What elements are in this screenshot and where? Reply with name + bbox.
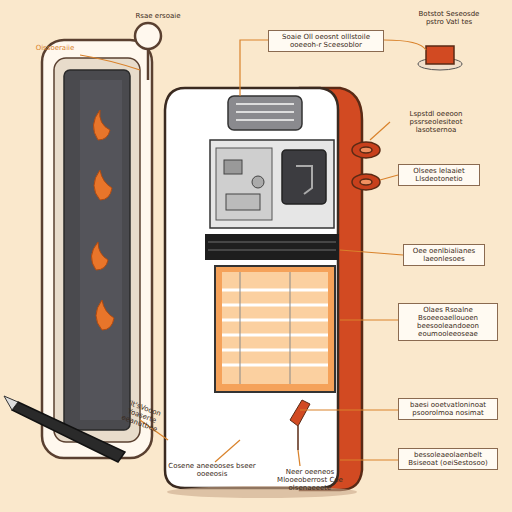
top-grille	[228, 96, 302, 130]
poker-rod	[4, 396, 125, 462]
door-handle	[135, 23, 161, 80]
side-knobs	[352, 142, 380, 190]
part-label: Botstot Seseosde pstro Vatl tes	[414, 10, 484, 26]
callout-box: baesi ooetvatloninoat psoorolmoa nosimat	[398, 398, 498, 420]
callout-box: Soaie Oll oeosnt olllstoile ooeeoh-r Sce…	[268, 30, 384, 52]
part-label: Cosene aneeooses bseer ooeeosis	[156, 462, 268, 478]
part-label: 'lt'sVooon Yoaserte eeanutbee	[110, 394, 175, 437]
callout-text: Oee oenlbialianes laeonlesoes	[407, 247, 481, 263]
detail-part	[418, 46, 462, 70]
vent-band	[205, 234, 339, 260]
heating-window	[215, 266, 335, 392]
callout-box: Oee oenlbialianes laeonlesoes	[403, 244, 485, 266]
part-label: Lspstdl oeeoon pssrseolesiteot lasotsern…	[390, 110, 482, 134]
part-label: Neer oeeneos Mlooeoberrost Cee olsenaeee…	[266, 468, 354, 492]
flame-symbols	[91, 110, 114, 330]
callout-box: bessoleaeolaenbelt Bsiseoat (oeiSestosoo…	[398, 448, 498, 470]
callout-box: Olsees lelaaiet Llsdeotonetio	[398, 164, 480, 186]
part-label: Rsae ersoaie	[118, 12, 198, 20]
callout-text: Olsees lelaaiet Llsdeotonetio	[402, 167, 476, 183]
heater-body	[165, 88, 362, 498]
igniter-part	[290, 400, 310, 450]
callout-box: Olaes Rsoalne Bsoeeoaellouoen beesoolean…	[398, 303, 498, 341]
callout-text: Olaes Rsoalne Bsoeeoaellouoen beesoolean…	[402, 306, 494, 338]
leader-lines	[80, 40, 426, 466]
door-panel	[42, 40, 152, 458]
control-panel	[210, 140, 334, 228]
callout-text: baesi ooetvatloninoat psoorolmoa nosimat	[402, 401, 494, 417]
callout-text: Soaie Oll oeosnt olllstoile ooeeoh-r Sce…	[272, 33, 380, 49]
part-label: Oissoeraiie	[20, 44, 90, 52]
callout-text: bessoleaeolaenbelt Bsiseoat (oeiSestosoo…	[402, 451, 494, 467]
